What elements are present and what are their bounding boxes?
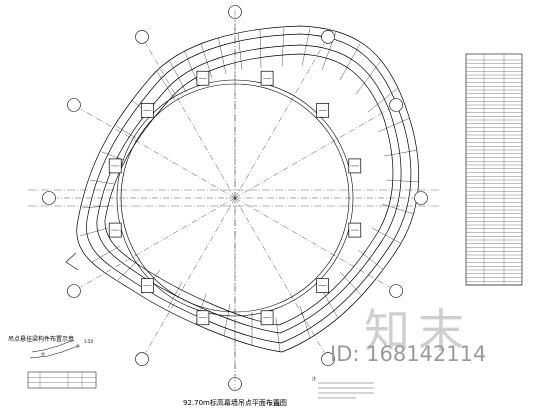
grid-axis-line: [145, 43, 236, 199]
grid-axis-bubble: [42, 191, 56, 205]
grid-axis-line: [234, 108, 390, 199]
grid-axis-line: [145, 197, 236, 353]
grid-axis-bubble: [135, 30, 149, 44]
schedule-table: [465, 53, 523, 286]
detail-caption: 吊点悬挂梁构件布置示意: [8, 336, 75, 343]
grid-axis-line: [234, 197, 325, 353]
grid-axis-bubble: [389, 284, 403, 298]
detail-sketch: [29, 339, 80, 359]
grid-axis-bubble: [135, 352, 149, 366]
detail-scale: 1:50: [84, 339, 93, 344]
detail-table-frame: [27, 371, 97, 389]
detail-table: [27, 371, 97, 389]
watermark-id: ID: 168142114: [330, 342, 487, 366]
grid-axis-bubble: [67, 98, 81, 112]
section-marker: [65, 252, 79, 271]
grid-axis-bubble: [321, 30, 335, 44]
drawing-scale: 1:300: [269, 402, 281, 407]
grid-axis-line: [80, 197, 236, 288]
grid-axis-line: [234, 197, 390, 288]
columns: [108, 70, 362, 326]
grid-axis-bubble: [414, 191, 428, 205]
table-frame: [465, 53, 523, 286]
grid-axis-line: [80, 108, 236, 199]
grid-axis-bubble: [321, 352, 335, 366]
axis-grid: [28, 5, 440, 391]
grid-axis-bubble: [67, 284, 81, 298]
notes-title: 注: [312, 376, 316, 381]
grid-axis-bubble: [389, 98, 403, 112]
notes-lines: [318, 382, 374, 399]
grid-axis-line: [234, 43, 325, 199]
drawing-title: 92.70m标高幕墙吊点平面布置图: [183, 399, 287, 407]
building-outline: [76, 25, 420, 353]
watermark-logo-text: 知末: [364, 304, 472, 358]
